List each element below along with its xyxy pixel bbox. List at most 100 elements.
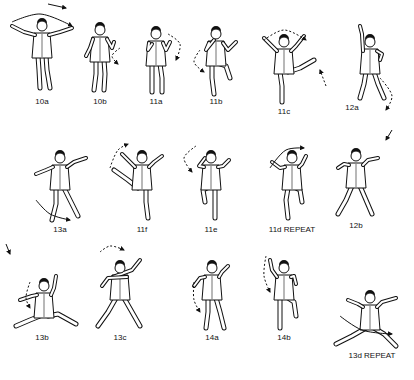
- limb-outline: [286, 188, 288, 218]
- hair: [206, 150, 216, 157]
- figure-pose: [12, 18, 72, 88]
- hair: [351, 148, 361, 155]
- limb-outline: [146, 188, 148, 218]
- figure-pose: [206, 26, 236, 94]
- hair: [39, 278, 49, 285]
- face: [365, 293, 375, 303]
- limb-outline: [360, 72, 366, 98]
- limb-outline: [348, 300, 363, 307]
- limb-outline: [51, 276, 56, 295]
- limb-outline: [377, 51, 382, 60]
- limb-outline: [160, 64, 162, 92]
- figure-pose: [264, 34, 314, 102]
- limb-fill: [12, 26, 35, 35]
- limb-fill: [124, 298, 140, 326]
- limb-fill: [377, 51, 382, 60]
- limb-fill: [216, 298, 224, 328]
- limb-fill: [146, 188, 148, 218]
- jacket-seam: [100, 38, 101, 61]
- figure-pose: [199, 150, 229, 218]
- limb-fill: [160, 64, 162, 92]
- limb-outline: [213, 188, 218, 218]
- motion-arrow: [12, 14, 72, 26]
- limb-outline: [377, 298, 396, 307]
- limb-outline: [280, 72, 282, 102]
- face: [55, 153, 65, 163]
- figure-pose: [16, 276, 76, 326]
- limb-outline: [264, 38, 277, 51]
- hair: [287, 150, 297, 157]
- pose-number: 13c: [114, 334, 127, 342]
- limb-fill: [360, 186, 372, 214]
- hair: [55, 150, 65, 157]
- motion-arrow: [264, 256, 270, 292]
- jacket-seam: [44, 294, 45, 317]
- limb-outline: [216, 298, 224, 328]
- jacket-seam: [142, 166, 143, 189]
- limb-fill: [291, 36, 304, 51]
- limb-outline: [38, 56, 40, 88]
- figure-pose: [114, 150, 162, 218]
- motion-arrow: [270, 148, 304, 168]
- pose-number: 10b: [93, 98, 106, 106]
- limb-fill: [49, 28, 72, 35]
- motion-arrow: [100, 246, 124, 252]
- pose-number: 14b: [277, 334, 290, 342]
- jacket-seam: [356, 164, 357, 187]
- limb-outline: [338, 186, 352, 214]
- motion-arrow: [48, 4, 66, 8]
- face: [137, 153, 147, 163]
- limb-outline: [49, 28, 72, 35]
- limb-fill: [288, 298, 296, 316]
- face: [206, 153, 216, 163]
- jacket-seam: [284, 50, 285, 73]
- figure-pose: [146, 26, 170, 92]
- limb-fill: [20, 295, 37, 300]
- limb-fill: [94, 60, 96, 90]
- pose-number: 12b: [349, 222, 362, 230]
- figure-pose: [338, 148, 378, 214]
- limb-fill: [270, 260, 277, 277]
- jacket-seam: [284, 276, 285, 299]
- pose-number: 11d REPEAT: [269, 226, 315, 234]
- limb-fill: [194, 277, 205, 286]
- jacket-seam: [42, 34, 43, 57]
- limb-fill: [374, 72, 384, 98]
- motion-arrow: [184, 146, 196, 172]
- limb-fill: [286, 188, 288, 218]
- limb-fill: [163, 42, 170, 50]
- figure-pose: [98, 260, 140, 326]
- limb-fill: [223, 42, 236, 50]
- limb-fill: [148, 43, 152, 50]
- face: [151, 29, 161, 39]
- limb-outline: [218, 160, 229, 167]
- limb-fill: [206, 40, 214, 50]
- limb-outline: [363, 158, 378, 165]
- face: [39, 281, 49, 291]
- motion-arrow: [168, 34, 180, 60]
- limb-fill: [219, 266, 228, 277]
- limb-fill: [38, 56, 40, 88]
- limb-fill: [102, 277, 127, 286]
- face: [279, 37, 289, 47]
- limb-fill: [113, 260, 140, 277]
- limb-fill: [291, 276, 296, 284]
- limb-outline: [291, 276, 296, 284]
- limb-outline: [288, 298, 296, 316]
- limb-outline: [299, 156, 306, 167]
- limb-outline: [278, 298, 283, 328]
- face: [287, 153, 297, 163]
- limb-fill: [86, 39, 93, 56]
- limb-outline: [291, 36, 304, 51]
- limb-outline: [67, 158, 86, 167]
- hair: [207, 260, 217, 267]
- limb-fill: [98, 298, 116, 326]
- jacket-seam: [120, 276, 121, 299]
- limb-fill: [374, 328, 396, 346]
- limb-fill: [279, 298, 282, 328]
- limb-fill: [149, 156, 162, 167]
- motion-arrow: [264, 30, 306, 40]
- limb-outline: [194, 277, 205, 286]
- jacket-seam: [212, 276, 213, 299]
- figure-pose: [86, 22, 114, 90]
